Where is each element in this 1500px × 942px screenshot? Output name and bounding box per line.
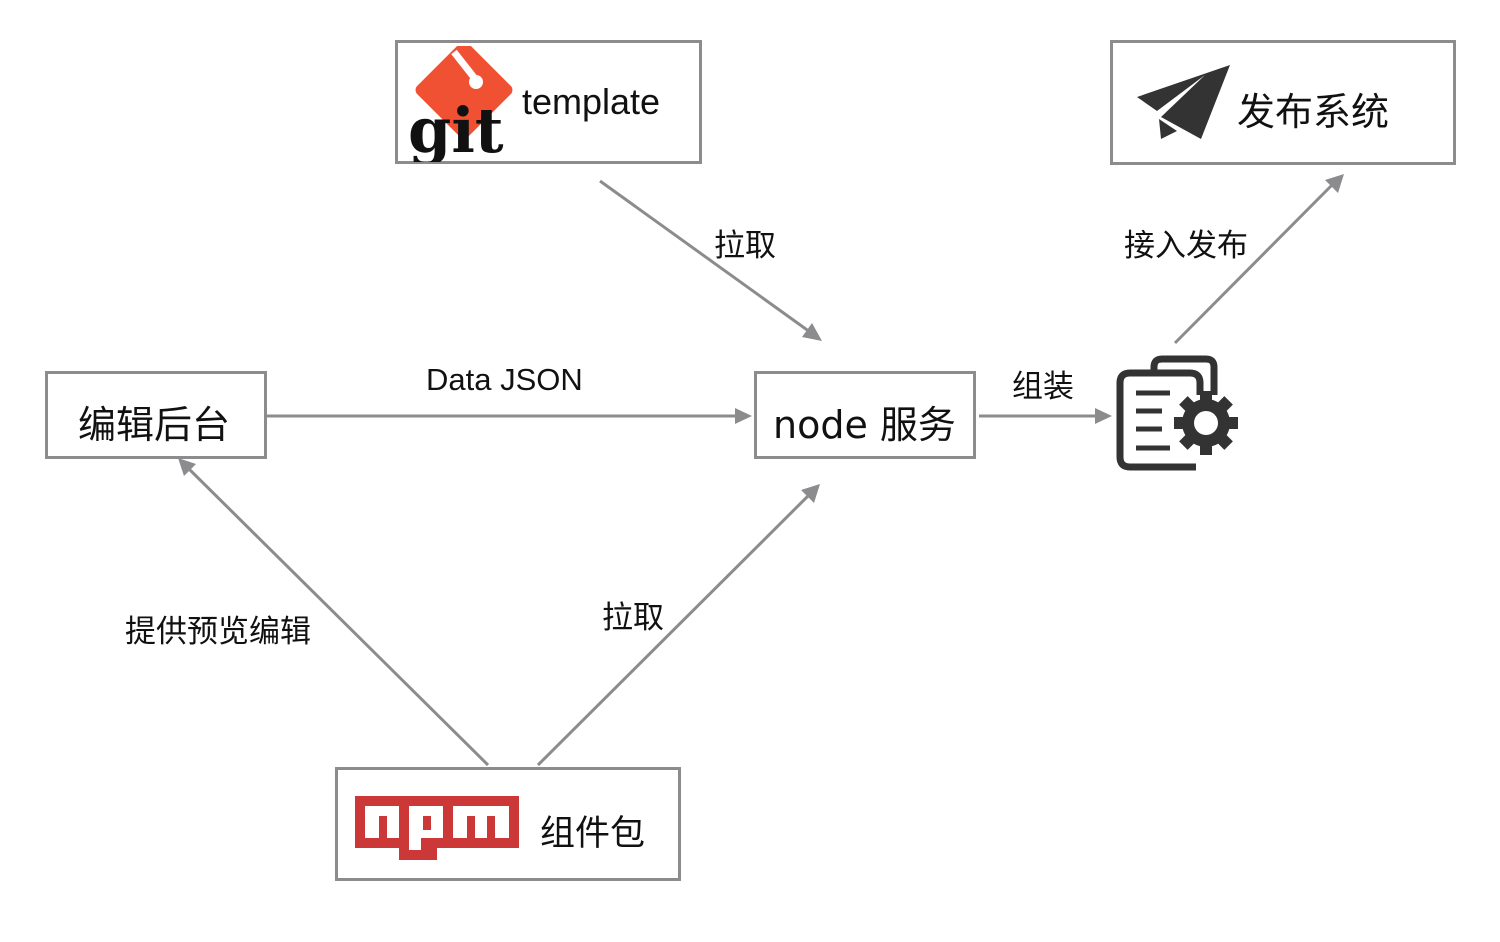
edge-node-to-assembler: [979, 408, 1112, 424]
node-label: template: [522, 81, 661, 122]
paper-plane-icon: [1135, 61, 1235, 143]
arrowhead: [802, 323, 822, 341]
edge-git-to-node: [599, 179, 822, 341]
edge-label-npm-to-node: 拉取: [602, 600, 664, 636]
node-label: 组件包: [540, 814, 646, 854]
node-git-template[interactable]: git template: [395, 40, 702, 167]
svg-text:git: git: [408, 94, 504, 162]
arrowhead: [1095, 408, 1112, 424]
edge-label-editor-to-node: Data JSON: [426, 362, 583, 397]
npm-logo-icon: [355, 796, 519, 860]
document-gear-icon[interactable]: [1116, 355, 1240, 473]
edge-npm-to-node: [536, 484, 820, 767]
arrowhead: [735, 408, 752, 424]
arrowhead: [1325, 174, 1344, 193]
node-editor-backend[interactable]: 编辑后台: [45, 371, 267, 459]
edge-label-git-to-node: 拉取: [714, 228, 776, 264]
arrowhead: [801, 484, 820, 503]
arrowhead: [178, 458, 196, 476]
node-label: 编辑后台: [78, 403, 231, 447]
edge-editor-to-node: [267, 408, 752, 424]
node-publish-system[interactable]: 发布系统: [1110, 40, 1456, 165]
node-label: 发布系统: [1237, 90, 1390, 134]
edge-label-assembler-to-publish: 接入发布: [1124, 228, 1248, 264]
node-label: node 服务: [773, 403, 956, 447]
git-logo-icon: git: [404, 41, 522, 167]
node-npm-components[interactable]: 组件包: [335, 767, 681, 881]
node-node-service[interactable]: node 服务: [754, 371, 976, 459]
edge-label-npm-to-editor: 提供预览编辑: [125, 614, 311, 650]
edge-label-node-to-assembler: 组装: [1012, 369, 1074, 405]
